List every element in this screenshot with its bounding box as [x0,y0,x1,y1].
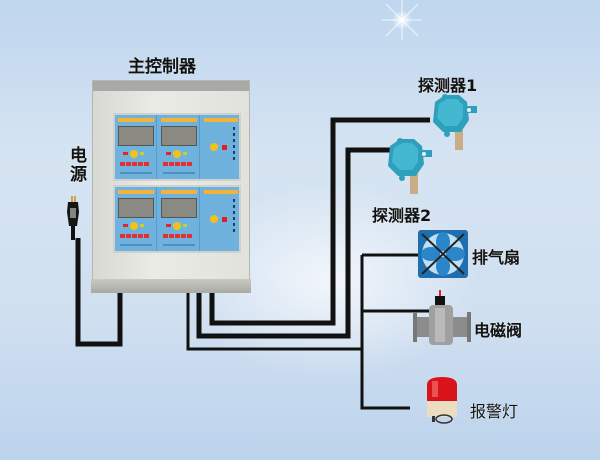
output-common-wire [186,290,362,351]
solenoid-valve-label: 电磁阀 [474,321,523,340]
power-plug-icon [67,196,79,240]
detector2-wire [196,147,390,339]
detector1-wire [209,117,430,326]
main-controller [91,80,251,293]
channel-2 [158,115,200,179]
power-wire [75,238,123,347]
lcd-display [118,126,154,146]
power-label: 电源 [66,146,86,184]
alarm-light-label: 报警灯 [470,402,519,421]
detector2-label: 探测器2 [372,206,432,225]
controller-label: 主控制器 [128,57,196,77]
solenoid-valve-icon [413,290,471,345]
lcd-display [161,198,197,218]
alarm-beacon-icon [427,377,457,424]
channel-1 [115,115,157,179]
sparkle-icon [382,0,422,40]
gas-detector-2-icon [388,138,432,194]
exhaust-fan-icon [418,230,468,278]
output-trunk-wire [360,255,410,410]
detector1-label: 探测器1 [418,76,478,95]
channel-4 [158,187,200,251]
channel-3 [115,187,157,251]
exhaust-fan-label: 排气扇 [472,248,521,267]
lcd-display [118,198,154,218]
lcd-display [161,126,197,146]
controller-panel-2 [113,185,241,253]
gas-detector-1-icon [433,94,477,150]
controller-panel-1 [113,113,241,181]
